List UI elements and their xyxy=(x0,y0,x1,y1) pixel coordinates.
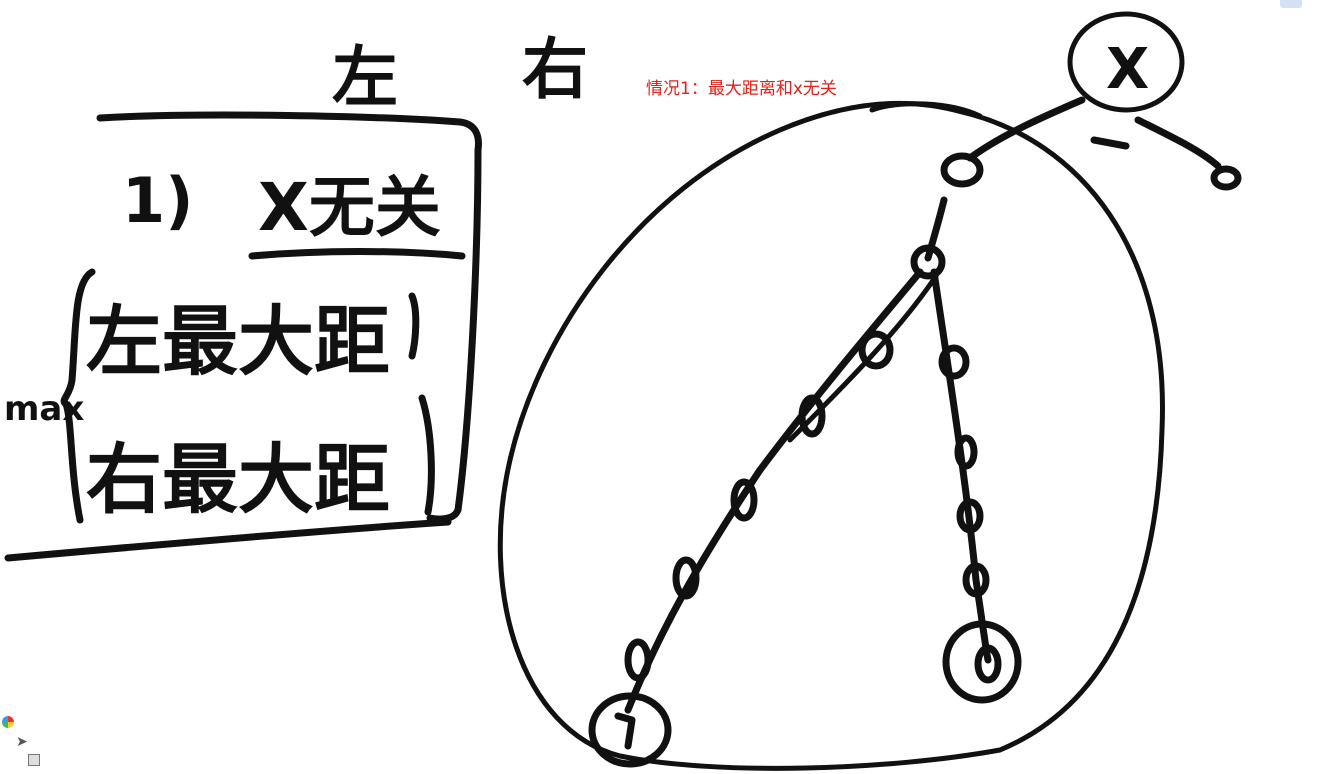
right-leaf-inner xyxy=(974,644,1002,684)
left-leaf-mark xyxy=(614,712,636,750)
subtree-root-node xyxy=(940,152,984,188)
right-chain-node xyxy=(962,562,990,598)
max-label: max xyxy=(4,389,84,429)
left-chain-node xyxy=(730,478,758,522)
subtree-circle xyxy=(497,100,1165,771)
color-wheel-icon[interactable] xyxy=(2,716,14,728)
case-annotation: 情况1：最大距离和x无关 xyxy=(646,79,837,99)
left-chain-edge xyxy=(624,268,924,714)
edge-x-to-root xyxy=(966,96,1086,162)
right-chain-node xyxy=(938,344,970,380)
box-right-line xyxy=(426,146,482,523)
left-max-distance: 左最大距 xyxy=(86,297,390,386)
right-chain-node xyxy=(954,434,978,470)
page-icon[interactable] xyxy=(28,754,40,766)
left-chain-node xyxy=(858,330,894,370)
node-x-circle xyxy=(1067,11,1185,113)
node-x-label: X xyxy=(1106,37,1149,102)
box-bottom-line xyxy=(4,518,452,562)
drawing-toolbar: ➤ xyxy=(0,714,40,774)
x-unrelated-underline xyxy=(248,248,466,260)
left-chain-node xyxy=(624,638,652,682)
node-x-right-child xyxy=(1210,165,1242,191)
heading-left: 左 xyxy=(332,39,398,116)
edge-x-to-right-child xyxy=(1134,116,1222,170)
branch-node xyxy=(910,244,946,280)
right-chain-node xyxy=(956,498,984,534)
max-left-brace xyxy=(60,268,96,524)
left-chain-node xyxy=(798,394,826,438)
right-chain-edge xyxy=(930,268,992,664)
edge-root-to-branch xyxy=(924,196,948,262)
x-unrelated: X无关 xyxy=(258,169,441,246)
case-number: 1) xyxy=(122,164,193,237)
max-right-brace xyxy=(408,292,435,516)
pointer-icon[interactable]: ➤ xyxy=(16,734,28,750)
box-top-line xyxy=(96,111,482,154)
right-leaf-circle xyxy=(942,620,1022,704)
left-leaf-circle xyxy=(588,692,672,768)
heading-right: 右 xyxy=(522,31,588,108)
subtree-circle-top-stroke xyxy=(869,101,983,119)
app-logo-icon xyxy=(1280,0,1302,8)
minus-mark xyxy=(1090,136,1130,150)
left-chain-node xyxy=(672,556,700,600)
right-max-distance: 右最大距 xyxy=(86,435,390,524)
